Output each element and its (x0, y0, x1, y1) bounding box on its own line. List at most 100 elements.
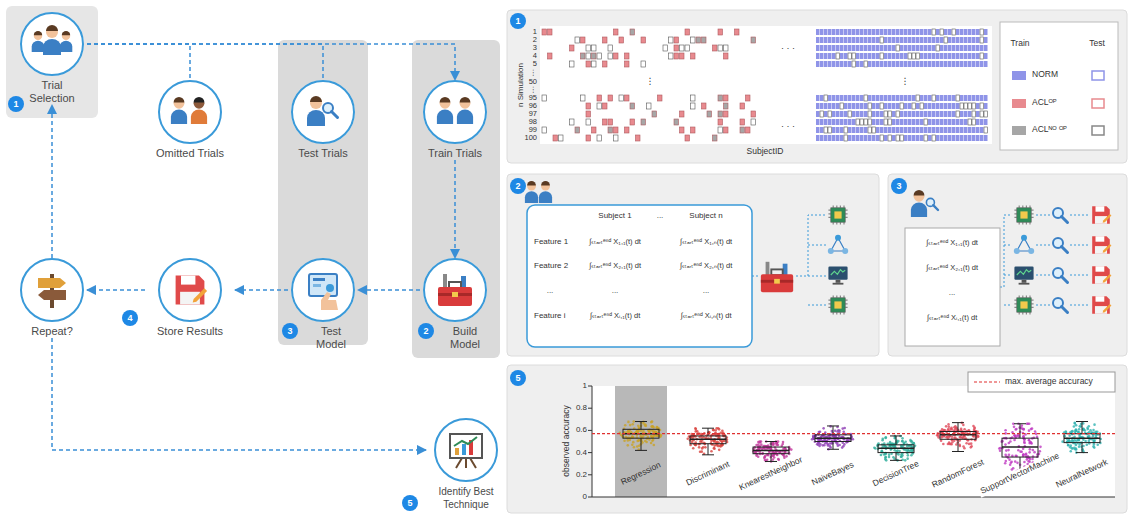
flow-arrow (454, 160, 456, 258)
drawn-mark (856, 135, 860, 141)
drawn-mark (542, 127, 547, 133)
drawn-mark (828, 119, 832, 125)
text-label: ⋮ (646, 76, 655, 86)
text-label: ... (949, 288, 956, 297)
node-label: Trial Selection (25, 79, 80, 105)
drawn-mark (884, 61, 888, 67)
drawn-mark (960, 61, 964, 67)
drawn-mark (904, 103, 908, 109)
drawn-mark (840, 53, 844, 59)
drawn-mark (1034, 430, 1037, 433)
callout-number: 1 (510, 13, 526, 29)
drawn-mark (960, 95, 964, 101)
drawn-mark (828, 111, 832, 117)
drawn-mark (696, 430, 699, 433)
drawn-mark (746, 127, 751, 133)
drawn-mark (908, 103, 912, 109)
drawn-mark (840, 37, 844, 43)
drawn-mark (1071, 439, 1074, 442)
drawn-mark (912, 95, 916, 101)
drawn-mark (980, 37, 984, 43)
drawn-mark (964, 53, 968, 59)
drawn-mark (828, 37, 832, 43)
drawn-mark (824, 95, 828, 101)
text-label: Feature 1 (534, 237, 568, 246)
drawn-mark (948, 95, 952, 101)
drawn-mark (724, 95, 729, 101)
drawn-mark (624, 424, 627, 427)
drawn-mark (836, 111, 840, 117)
drawn-mark (718, 29, 723, 35)
drawn-mark (952, 29, 956, 35)
drawn-mark (884, 95, 888, 101)
drawn-mark (1002, 446, 1038, 448)
drawn-mark (916, 127, 920, 133)
drawn-mark (614, 135, 619, 141)
drawn-mark (685, 135, 690, 141)
text-label: ... (657, 211, 664, 220)
circle-outline (20, 12, 84, 76)
drawn-mark (548, 29, 553, 35)
drawn-mark (920, 61, 924, 67)
flow-arrow (52, 338, 426, 450)
drawn-mark (640, 429, 643, 432)
node-label: Store Results (145, 325, 235, 338)
drawn-mark (704, 446, 707, 449)
drawn-mark (642, 430, 645, 433)
drawn-mark (828, 127, 832, 133)
drawn-mark (614, 53, 619, 59)
drawn-mark (872, 127, 876, 133)
drawn-mark (920, 119, 924, 125)
drawn-mark (874, 447, 877, 450)
text-label: 0.6 (576, 426, 587, 435)
drawn-mark (940, 111, 944, 117)
drawn-mark (976, 103, 980, 109)
flow-arrow (51, 105, 53, 258)
drawn-mark (856, 61, 860, 67)
drawn-mark (753, 450, 789, 452)
drawn-mark (900, 455, 903, 458)
drawn-mark (928, 95, 932, 101)
drawn-mark (916, 95, 920, 101)
drawn-mark (840, 29, 844, 35)
drawn-mark (1032, 449, 1035, 452)
drawn-mark (888, 103, 892, 109)
drawn-mark (832, 37, 836, 43)
drawn-mark (836, 29, 840, 35)
drawn-mark (944, 111, 948, 117)
text-label: ∫ₛₜₐᵣₜᵉⁿᵈ X₁,₁(t) dt (589, 238, 641, 247)
text-label: Test (1089, 39, 1105, 49)
drawn-mark (1008, 442, 1011, 445)
drawn-mark (636, 440, 639, 443)
drawn-mark (920, 95, 924, 101)
drawn-mark (837, 429, 840, 432)
drawn-mark (718, 444, 721, 447)
drawn-mark (1071, 430, 1074, 433)
drawn-mark (956, 111, 960, 117)
drawn-mark (1078, 439, 1081, 442)
drawn-mark (1064, 434, 1100, 443)
drawn-mark (718, 95, 723, 101)
drawn-mark (581, 53, 586, 59)
drawn-mark (881, 439, 884, 442)
drawn-mark (888, 53, 892, 59)
drawn-mark (548, 53, 553, 59)
drawn-mark (1022, 454, 1025, 457)
drawn-mark (998, 447, 1001, 450)
drawn-mark (909, 439, 912, 442)
drawn-mark (984, 119, 988, 125)
drawn-mark (900, 95, 904, 101)
drawn-mark (844, 111, 848, 117)
drawn-mark (691, 53, 696, 59)
drawn-mark (940, 61, 944, 67)
drawn-mark (951, 428, 954, 431)
legend-text: ACLᴺᴼ ᴼᴾ (1032, 125, 1067, 135)
drawn-mark (896, 45, 900, 51)
drawn-mark (724, 127, 729, 133)
drawn-mark (597, 53, 602, 59)
drawn-mark (860, 111, 864, 117)
drawn-mark (827, 444, 830, 447)
flow-arrow (358, 289, 420, 291)
drawn-mark (702, 103, 707, 109)
drawn-mark (972, 425, 975, 428)
